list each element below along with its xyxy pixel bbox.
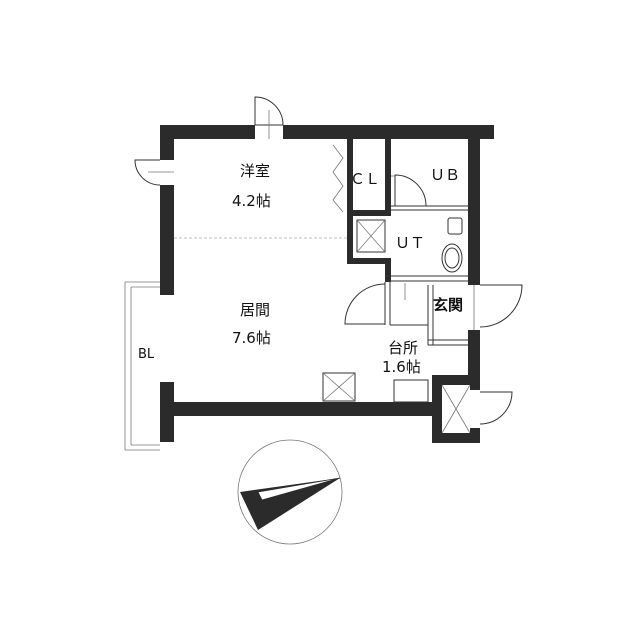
exterior-walls <box>160 125 494 443</box>
interior-walls <box>347 139 468 346</box>
balcony <box>124 281 160 451</box>
balcony-label: BL <box>138 347 155 362</box>
room-labels: 洋室 4.2帖 ＣＬ ＵＢ ＵＴ 居間 7.6帖 玄関 台所 1.6帖 BL <box>138 162 463 376</box>
kitchen-name: 台所 <box>388 339 418 357</box>
fixtures <box>322 175 471 434</box>
doors <box>134 96 523 425</box>
kitchen-size: 1.6帖 <box>382 358 421 376</box>
compass-icon <box>237 439 343 545</box>
living-room-name: 居間 <box>240 301 270 319</box>
utility-label: ＵＴ <box>395 234 425 252</box>
entrance-label: 玄関 <box>433 296 463 314</box>
western-room-size: 4.2帖 <box>232 192 271 210</box>
bath-label: ＵＢ <box>430 166 460 184</box>
closet-label: ＣＬ <box>350 170 380 188</box>
western-room-name: 洋室 <box>240 162 270 180</box>
living-room-size: 7.6帖 <box>232 329 271 347</box>
